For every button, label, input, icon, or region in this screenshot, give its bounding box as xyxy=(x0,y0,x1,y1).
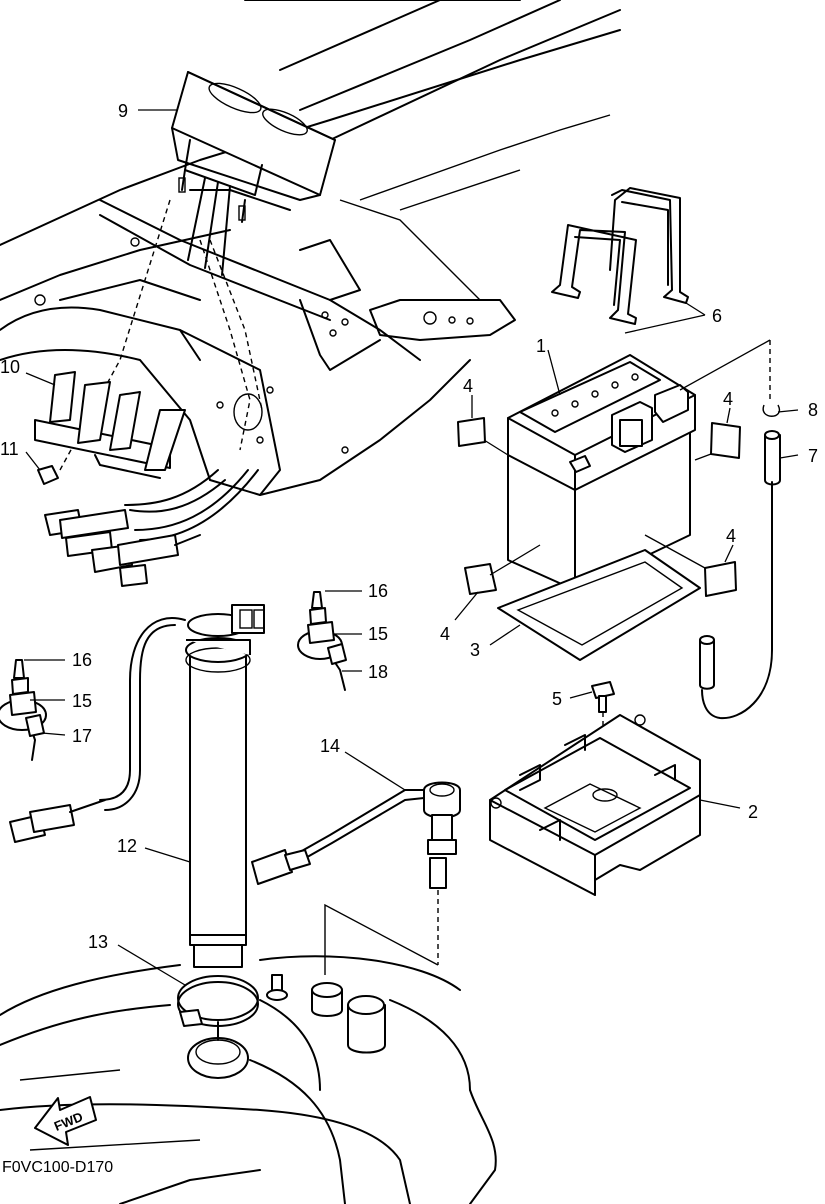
battery-box xyxy=(489,714,701,896)
callout-18: 18 xyxy=(368,662,388,682)
callout-15-left: 15 xyxy=(72,691,92,711)
clip-group-left xyxy=(0,659,47,761)
meter-assembly xyxy=(171,71,336,276)
callout-4-a: 4 xyxy=(463,376,473,396)
clip-group-right xyxy=(297,591,347,691)
callout-2: 2 xyxy=(748,802,758,822)
callout-7: 7 xyxy=(808,446,818,466)
level-sensor xyxy=(251,781,461,975)
forward-direction-arrow: FWD xyxy=(34,1096,97,1146)
callout-13: 13 xyxy=(88,932,108,952)
callout-9: 9 xyxy=(118,101,128,121)
callout-4-d: 4 xyxy=(440,624,450,644)
callout-12: 12 xyxy=(117,836,137,856)
callout-labels: 1 2 3 4 4 4 4 5 6 7 8 9 10 11 12 13 14 1… xyxy=(0,101,818,952)
sender-connector xyxy=(9,799,106,843)
callout-16-left: 16 xyxy=(72,650,92,670)
vent-tube xyxy=(699,340,781,720)
callout-11: 11 xyxy=(0,439,19,459)
figure-code: F0VC100-D170 xyxy=(2,1159,113,1176)
callout-5: 5 xyxy=(552,689,562,709)
callout-17: 17 xyxy=(72,726,92,746)
wire-harness xyxy=(44,469,259,587)
callout-14: 14 xyxy=(320,736,340,756)
bracket-assembly xyxy=(34,371,186,485)
tank-clamp xyxy=(177,975,259,1079)
callout-16-right: 16 xyxy=(368,581,388,601)
callout-3: 3 xyxy=(470,640,480,660)
fuel-sender-unit xyxy=(99,604,265,968)
callout-1: 1 xyxy=(536,336,546,356)
battery xyxy=(507,354,696,591)
leader-lines xyxy=(24,109,799,986)
battery-pads xyxy=(457,417,741,597)
battery-straps xyxy=(551,187,689,325)
callout-10: 10 xyxy=(0,357,20,377)
fuel-tank xyxy=(0,955,497,1204)
battery-mat xyxy=(497,549,701,661)
callout-8: 8 xyxy=(808,400,818,420)
callout-4-c: 4 xyxy=(726,526,736,546)
callout-4-b: 4 xyxy=(723,389,733,409)
callout-6: 6 xyxy=(712,306,722,326)
callout-15-right: 15 xyxy=(368,624,388,644)
